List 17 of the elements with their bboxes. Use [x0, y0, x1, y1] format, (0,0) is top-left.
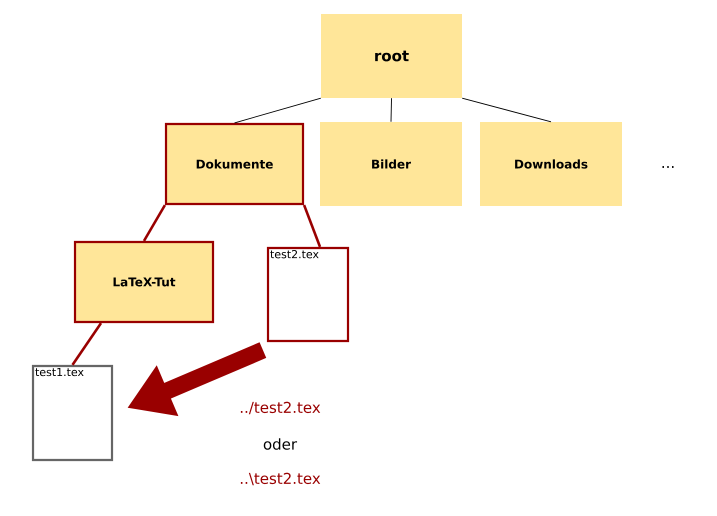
tree-line	[234, 98, 322, 124]
folder-box: Dokumente	[164, 122, 304, 206]
tree-line	[302, 204, 322, 248]
file-box: test1.tex	[32, 364, 114, 462]
conjunction-text: oder	[264, 438, 298, 450]
ellipsis-text: ...	[662, 166, 674, 168]
file-box: test2.tex	[266, 246, 350, 342]
path-text: ../test2.tex	[240, 402, 320, 414]
folder-box: root	[321, 14, 462, 98]
folder-box: Bilder	[320, 122, 462, 206]
folder-box: Downloads	[480, 122, 622, 206]
folder-box: LaTeX-Tut	[74, 240, 214, 324]
path-text: ..\test2.tex	[240, 472, 320, 486]
tree-line	[462, 98, 552, 122]
tree-line	[142, 204, 166, 242]
tree-line	[390, 98, 392, 122]
tree-line	[71, 322, 102, 366]
